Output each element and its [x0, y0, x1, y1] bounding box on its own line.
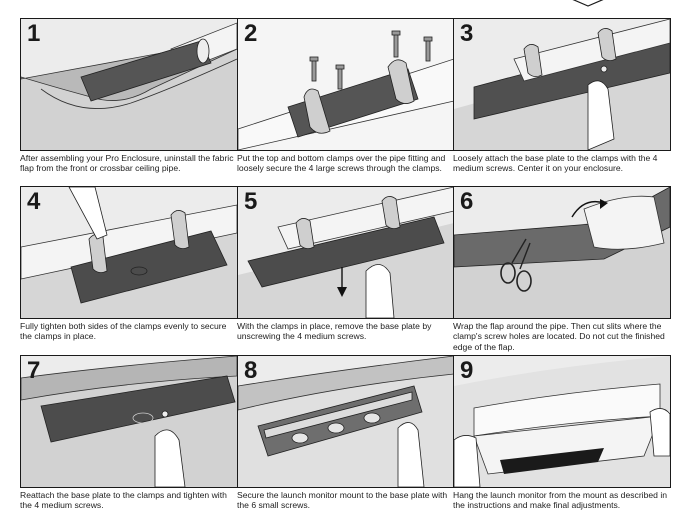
enclosure-icon	[572, 0, 604, 7]
step-9: 9 Hang the launch monitor from the mount…	[453, 355, 671, 511]
step-number: 1	[27, 20, 41, 47]
step-number: 8	[244, 357, 258, 384]
step-5-panel: 5	[237, 186, 455, 319]
remove-base-plate-arrow-illustration	[238, 187, 454, 318]
step-caption: Hang the launch monitor from the mount a…	[453, 490, 668, 511]
step-number: 4	[27, 188, 41, 215]
step-caption: Reattach the base plate to the clamps an…	[20, 490, 227, 511]
step-6-panel: 6	[453, 186, 671, 319]
base-plate-hand-illustration	[454, 19, 670, 150]
step-9-panel: 9	[453, 355, 671, 488]
reattach-base-plate-illustration	[21, 356, 237, 487]
step-7-panel: 7	[20, 355, 238, 488]
step-number: 5	[244, 188, 258, 215]
hang-launch-monitor-illustration	[454, 356, 670, 487]
step-number: 2	[244, 20, 258, 47]
step-7: 7 Reattach the base plate to the clamps …	[20, 355, 238, 511]
step-caption: Secure the launch monitor mount to the b…	[237, 490, 448, 511]
step-3-panel: 3	[453, 18, 671, 151]
step-caption: Fully tighten both sides of the clamps e…	[20, 321, 227, 342]
step-caption: With the clamps in place, remove the bas…	[237, 321, 432, 342]
step-caption: Wrap the flap around the pipe. Then cut …	[453, 321, 665, 352]
step-1-panel: 1	[20, 18, 238, 151]
step-caption: After assembling your Pro Enclosure, uni…	[20, 153, 234, 174]
step-2-panel: 2	[237, 18, 455, 151]
step-4: 4 Fully tighten both sides of the clamps…	[20, 186, 238, 342]
pipe-fabric-flap-illustration	[21, 22, 237, 150]
step-number: 6	[460, 188, 474, 215]
step-5: 5 With the clamps in place, remove the b…	[237, 186, 455, 342]
step-number: 3	[460, 20, 474, 47]
step-8-panel: 8	[237, 355, 455, 488]
step-caption: Put the top and bottom clamps over the p…	[237, 153, 446, 174]
step-3: 3 Loosely attach the base plate to the c…	[453, 18, 671, 174]
wrap-flap-scissors-illustration	[454, 187, 670, 318]
step-1: 1 After assembling your Pro Enclosure, u…	[20, 18, 238, 174]
clamps-large-screws-illustration	[238, 19, 454, 150]
step-4-panel: 4	[20, 186, 238, 319]
step-6: 6 Wrap the flap around the pipe. Then cu…	[453, 186, 671, 352]
step-2: 2 Put the top and bottom clamps over the…	[237, 18, 455, 174]
step-caption: Loosely attach the base plate to the cla…	[453, 153, 658, 174]
monitor-mount-screws-illustration	[238, 356, 454, 487]
step-8: 8 Secure the launch monitor mount to the…	[237, 355, 455, 511]
step-number: 7	[27, 357, 41, 384]
step-number: 9	[460, 357, 474, 384]
tighten-clamps-hand-illustration	[21, 187, 237, 318]
